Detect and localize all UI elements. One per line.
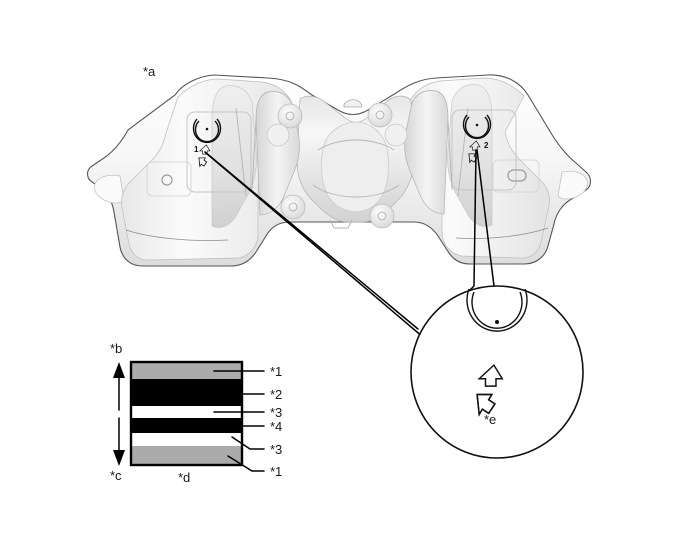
emblem-left: 1 <box>192 118 222 168</box>
tank-boss-1 <box>277 103 303 129</box>
tank-crease-1 <box>235 107 247 197</box>
layer-black-upper <box>131 379 242 406</box>
c-ring-icon <box>464 116 490 139</box>
tank-panel-left <box>186 111 252 193</box>
leader-right-right <box>476 149 495 287</box>
c-ring-icon-detail-outer <box>466 288 528 332</box>
tank-top-notch <box>343 99 363 108</box>
tank-center-hump <box>321 121 389 213</box>
recycling-icon <box>198 144 211 168</box>
tank-boss-3 <box>280 194 306 220</box>
thickness-arrow-down-head <box>113 450 125 466</box>
center-dot-icon <box>205 127 209 131</box>
callout-line-3b <box>231 436 265 450</box>
tank-rib-right-inner <box>404 90 449 215</box>
layer-callout-3b: *3 <box>270 442 282 457</box>
fuel-tank-body: *a <box>86 64 592 267</box>
tank-slot-right-panel <box>492 159 540 193</box>
detail-circle: *e <box>410 285 584 459</box>
tank-boss-4-inner <box>377 211 387 221</box>
label-detail-e: *e <box>484 412 496 427</box>
label-direction-b: *b <box>110 341 122 356</box>
tank-hole-left <box>161 174 173 186</box>
center-dot-icon <box>475 123 479 127</box>
layer-white-upper <box>131 406 242 418</box>
layer-callout-3a: *3 <box>270 405 282 420</box>
leader-right-left <box>469 149 477 291</box>
tank-boss-1-inner <box>285 111 295 121</box>
tank-boss-2-inner <box>375 110 385 120</box>
layer-outer-top <box>131 362 242 379</box>
emblem-right-number: 2 <box>484 141 489 150</box>
tank-bump-right <box>384 123 408 147</box>
layer-white-lower <box>131 433 242 446</box>
cross-section-border <box>129 360 244 467</box>
tank-boss-2 <box>367 102 393 128</box>
tank-crease-8 <box>455 227 549 239</box>
tank-slot-right <box>507 169 527 182</box>
emblem-right: 2 <box>462 114 492 164</box>
layer-callout-1a: *1 <box>270 364 282 379</box>
tank-crease-6 <box>312 184 400 198</box>
c-ring-icon-detail-inner <box>471 291 523 329</box>
cross-section: *b *c *d *1 *2 *3 *4 *3 *1 <box>110 341 282 485</box>
c-ring-icon-outer <box>462 114 492 140</box>
layer-callout-2: *2 <box>270 387 282 402</box>
layer-callout-4: *4 <box>270 419 282 434</box>
emblem-left-number: 1 <box>194 145 199 154</box>
tank-boss-3-inner <box>288 202 298 212</box>
center-dot-icon-detail <box>495 320 499 324</box>
callout-line-1b <box>227 455 265 472</box>
tank-crease-7 <box>125 229 229 241</box>
tank-crease-2 <box>251 119 257 191</box>
tank-hole-left-panel <box>146 161 192 197</box>
tank-left-flap <box>94 174 125 204</box>
c-ring-icon <box>194 120 220 143</box>
thickness-arrow <box>113 362 125 466</box>
label-width-d: *d <box>178 470 190 485</box>
label-direction-c: *c <box>110 468 122 483</box>
label-tank-a: *a <box>143 64 156 79</box>
tank-bump-left <box>266 123 290 147</box>
layer-callout-1b: *1 <box>270 464 282 479</box>
layer-outer-bottom <box>131 446 242 465</box>
c-ring-icon-outer <box>192 118 222 144</box>
layer-callouts: *1 *2 *3 *4 *3 *1 <box>213 364 282 479</box>
tank-right-flap <box>557 170 588 200</box>
tank-crease-5 <box>317 139 395 151</box>
detail-circle-outline <box>410 285 584 459</box>
tank-bottom-tab <box>329 219 353 229</box>
tank-crease-4 <box>447 119 453 191</box>
tank-boss-4 <box>369 203 395 229</box>
recycling-icon-detail <box>476 363 504 417</box>
tank-panel-right <box>451 109 517 191</box>
layer-black-core <box>131 418 242 433</box>
thickness-arrow-up-head <box>113 362 125 378</box>
